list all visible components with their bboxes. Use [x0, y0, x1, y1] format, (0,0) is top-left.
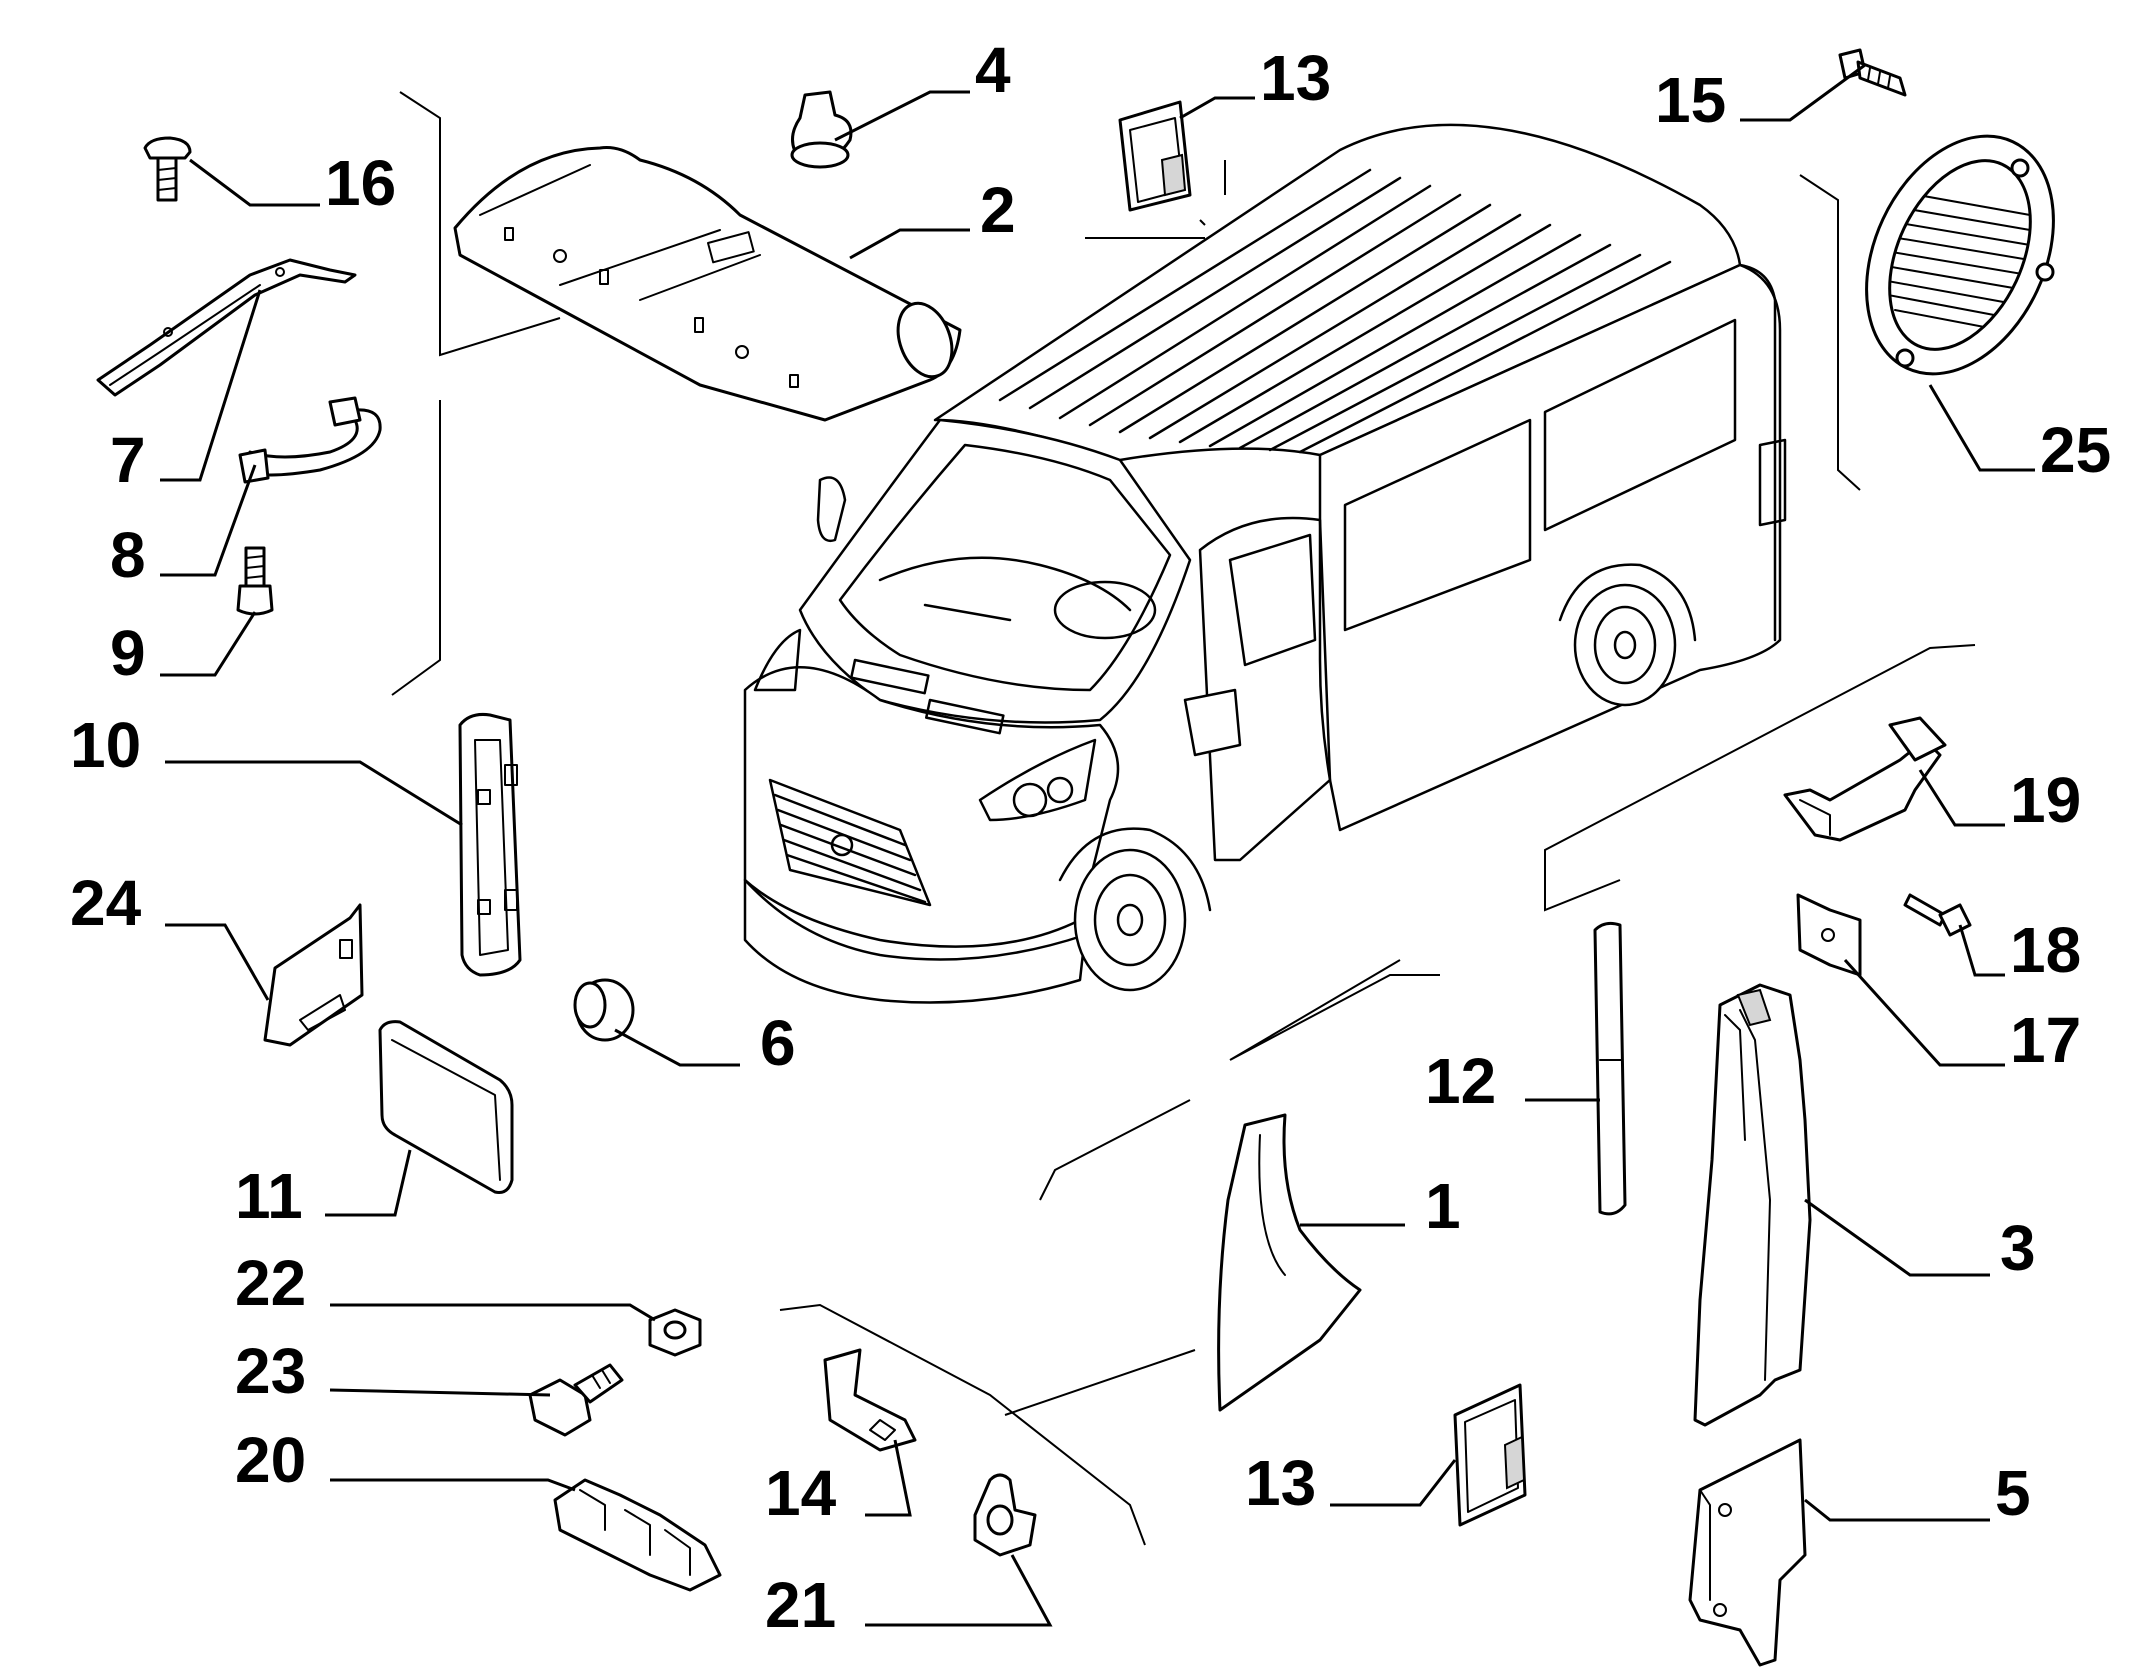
part-9-bolt: [236, 546, 274, 616]
callout-6: 6: [760, 1007, 796, 1079]
callout-labels: 1 2 3 4 5 6 7 8 9 10 11 12 13 13 14 15 1…: [70, 34, 2111, 1641]
part-24-bracket-panel: [263, 903, 364, 1047]
part-7-bracket-strip: [96, 258, 357, 397]
part-25-vent-grille: [1865, 134, 2055, 376]
callout-25: 25: [2040, 414, 2111, 486]
callout-8: 8: [110, 519, 146, 591]
part-22-nut: [648, 1308, 702, 1357]
callout-7: 7: [110, 424, 146, 496]
part-4-push-clip: [790, 90, 853, 169]
callout-12: 12: [1425, 1045, 1496, 1117]
callout-21: 21: [765, 1569, 836, 1641]
callout-14: 14: [765, 1457, 837, 1529]
part-2-roof-trim: [453, 146, 962, 422]
van-illustration: [743, 123, 1787, 1004]
callout-16: 16: [325, 147, 396, 219]
part-10-trim-panel: [458, 713, 522, 977]
part-8-grab-handle: [238, 396, 382, 484]
leader-lines: [160, 63, 2035, 1627]
part-16-screw: [143, 136, 192, 202]
callout-3: 3: [2000, 1212, 2036, 1284]
part-13-cover-plate-bottom: [1453, 1383, 1527, 1527]
part-23-bolt: [528, 1363, 624, 1437]
callout-17: 17: [2010, 1004, 2081, 1076]
callout-18: 18: [2010, 914, 2081, 986]
callout-10: 10: [70, 709, 141, 781]
callout-9: 9: [110, 617, 146, 689]
part-3-b-pillar-trim: [1693, 983, 1812, 1427]
callout-11: 11: [235, 1160, 303, 1232]
callout-19: 19: [2010, 764, 2081, 836]
callout-23: 23: [235, 1335, 306, 1407]
part-12-strip: [1593, 921, 1627, 1216]
part-11-rectangular-cover: [378, 1020, 514, 1194]
part-15-bolt: [1838, 48, 1907, 97]
part-19-clip: [1783, 716, 1947, 842]
group-guide-lines: [391, 91, 1976, 1546]
part-20-clip-assembly: [553, 1478, 722, 1592]
callout-20: 20: [235, 1424, 306, 1496]
part-1-a-pillar-trim: [1217, 1113, 1362, 1412]
callout-2: 2: [980, 174, 1016, 246]
part-5-lower-trim-panel: [1688, 1438, 1807, 1667]
part-14-bracket: [823, 1348, 917, 1452]
callout-24: 24: [70, 867, 142, 939]
part-17-clip-plate: [1796, 893, 1862, 977]
callout-15: 15: [1655, 64, 1726, 136]
callout-5: 5: [1995, 1457, 2031, 1529]
callout-13-top: 13: [1260, 42, 1331, 114]
part-6-round-plug: [573, 978, 635, 1042]
callout-22: 22: [235, 1247, 306, 1319]
callout-13-bottom: 13: [1245, 1447, 1316, 1519]
callout-1: 1: [1425, 1170, 1461, 1242]
callout-4: 4: [975, 34, 1011, 106]
part-18-bolt: [1903, 893, 1972, 937]
part-13-cover-plate-top: [1118, 100, 1192, 212]
part-21-clip: [973, 1473, 1037, 1557]
